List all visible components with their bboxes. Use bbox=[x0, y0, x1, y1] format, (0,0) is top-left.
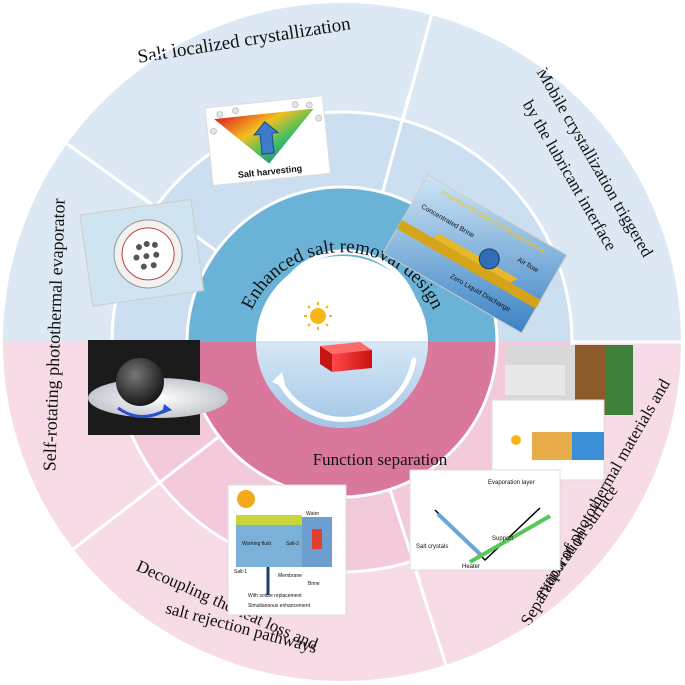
separation-schematic: Evaporation layer Salt crystals Support … bbox=[409, 469, 561, 571]
center-bottom-label: Function separation bbox=[313, 450, 448, 469]
working-fluid-text: Working fluid bbox=[242, 541, 271, 547]
evaporation-layer-text: Evaporation layer bbox=[488, 480, 535, 486]
heater-text: Heater bbox=[462, 564, 480, 570]
decoupling-image: Working fluid Salt-2 Salt-1 Membrane Wit… bbox=[227, 484, 347, 616]
rotating-evaporator-photo bbox=[88, 340, 228, 435]
rotating-evaporator-schematic bbox=[79, 198, 205, 307]
salt-2-text: Salt-2 bbox=[286, 541, 299, 547]
sun-icon bbox=[304, 302, 332, 330]
cycle-arrows bbox=[269, 249, 426, 422]
evaporator-block-icon bbox=[320, 342, 372, 372]
solute-replacement-text: With solute replacement bbox=[248, 593, 302, 599]
membrane-text: Membrane bbox=[278, 573, 302, 579]
separation-rod-image bbox=[491, 399, 605, 481]
support-text: Support bbox=[492, 536, 513, 542]
salt-crystals-text: Salt crystals bbox=[416, 544, 448, 550]
brine-text: Brine bbox=[308, 581, 320, 587]
salt-harvesting-image: Salt harvesting bbox=[204, 95, 332, 187]
water-text: Water bbox=[306, 511, 319, 517]
salt-1-text: Salt-1 bbox=[234, 569, 247, 575]
simultaneous-enhancement-text: Simultaneous enhancement bbox=[248, 603, 311, 609]
